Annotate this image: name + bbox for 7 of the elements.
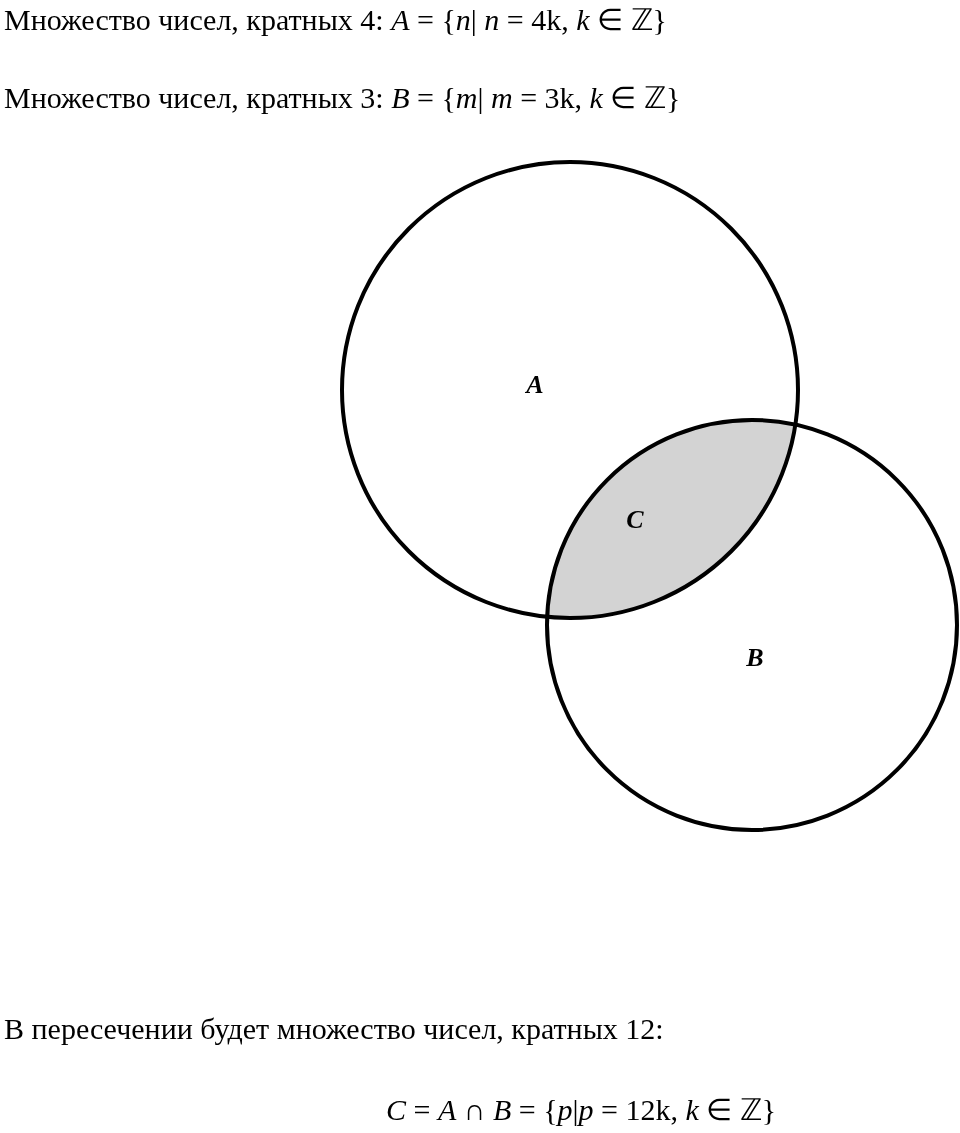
text-line: C = A ∩ B = {p|p = 12k, k ∈ ℤ} <box>386 1092 777 1127</box>
set-label: C <box>626 505 644 535</box>
set-label: B <box>746 643 764 673</box>
text-line: Множество чисел, кратных 4: A = {n| n = 4k, k ∈ ℤ} <box>4 2 667 37</box>
set-label: A <box>526 370 544 400</box>
text-line: В пересечении будет множество чисел, кратных 12: <box>4 1012 664 1046</box>
text-line: Множество чисел, кратных 3: B = {m| m = 3k, k ∈ ℤ} <box>4 80 681 115</box>
